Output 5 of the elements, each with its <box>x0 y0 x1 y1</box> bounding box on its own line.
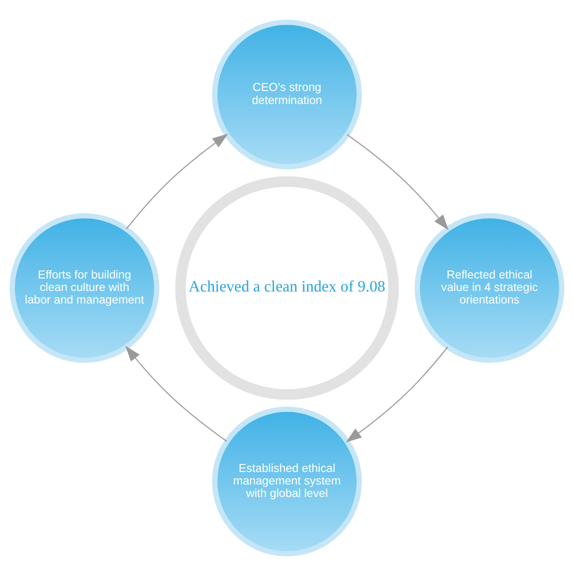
arrow <box>346 134 449 230</box>
arrow <box>346 346 448 442</box>
arrow <box>125 345 228 442</box>
arrow <box>126 133 228 229</box>
node-circle: Achieved a clean index of 9.08 <box>175 176 399 400</box>
